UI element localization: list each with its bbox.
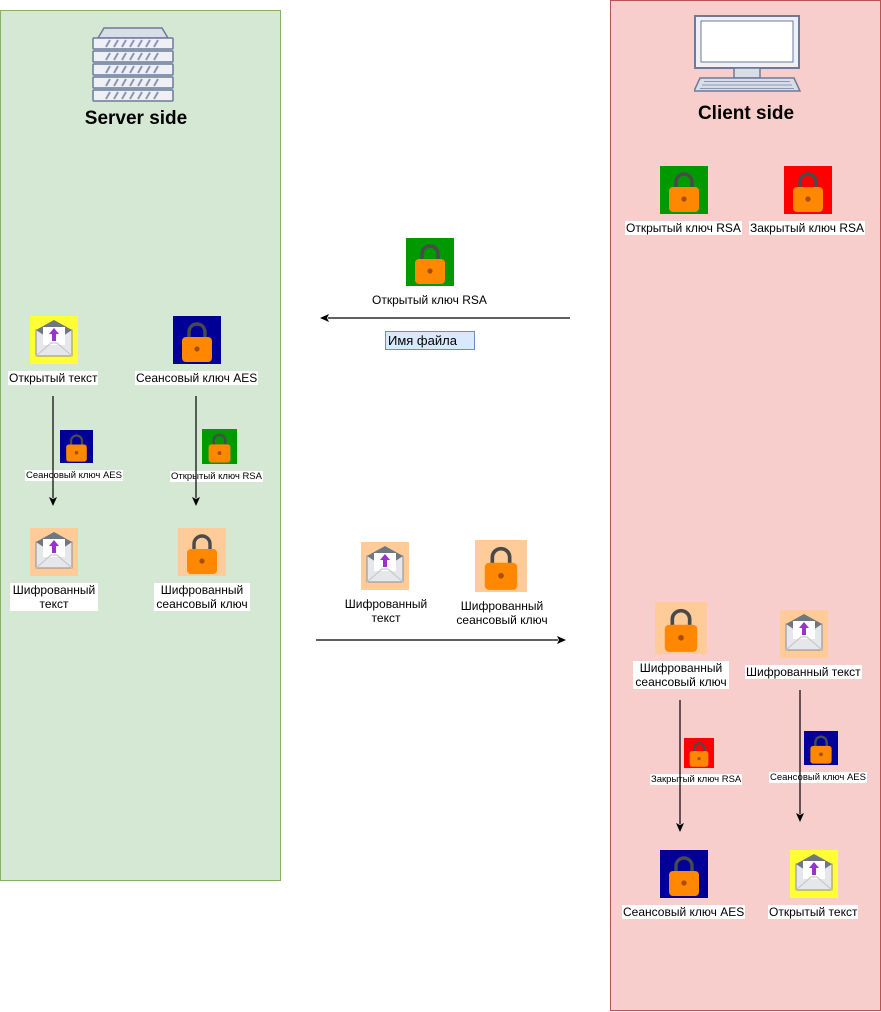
client-arrow-rsa-private-label: Закрытый ключ RSA <box>650 774 743 785</box>
client-cipher-key-tile <box>655 602 707 654</box>
server-arrow-aes-key-tile <box>60 430 93 463</box>
padlock-icon <box>669 856 699 896</box>
server-rack-icon <box>90 26 176 104</box>
padlock-icon <box>187 534 217 574</box>
server-plaintext-tile <box>30 316 78 364</box>
client-ciphertext-label: Шифрованный текст <box>745 665 862 679</box>
filename-box: Имя файла <box>385 331 475 350</box>
server-arrow-rsa-key-tile <box>202 429 237 464</box>
envelope-upload-icon <box>785 614 823 651</box>
client-cipher-key-label: Шифрованный сеансовый ключ <box>633 661 729 689</box>
transfer-rsa-public-key-tile <box>406 238 454 286</box>
server-cipher-key-tile <box>178 528 226 576</box>
server-session-key-label: Сеансовый ключ AES <box>135 371 259 385</box>
transfer-cipher-key-tile <box>475 540 527 592</box>
padlock-icon <box>689 742 709 767</box>
client-side-title: Client side <box>697 103 795 124</box>
server-arrow-aes-label: Сеансовый ключ AES <box>25 470 123 481</box>
server-side-panel <box>0 10 281 881</box>
envelope-upload-icon <box>366 546 404 583</box>
envelope-upload-icon <box>795 854 833 891</box>
padlock-icon <box>484 546 518 590</box>
transfer-rsa-public-label: Открытый ключ RSA <box>372 293 487 307</box>
server-side-title: Server side <box>84 108 188 129</box>
padlock-icon <box>208 433 231 463</box>
client-plaintext-label: Открытый текст <box>768 905 859 919</box>
padlock-icon <box>66 434 87 462</box>
rsa-public-key-tile <box>660 166 708 214</box>
padlock-icon <box>793 172 823 212</box>
transfer-ciphertext-tile <box>361 542 409 590</box>
envelope-upload-icon <box>35 320 73 357</box>
server-ciphertext-tile <box>30 528 78 576</box>
server-aes-key-tile <box>173 316 221 364</box>
client-plaintext-tile <box>790 850 838 898</box>
padlock-icon <box>669 172 699 212</box>
client-aes-key-tile <box>660 850 708 898</box>
client-side-panel <box>610 0 881 1011</box>
transfer-ciphertext-label: Шифрованный текст <box>344 597 428 625</box>
client-rsa-private-label: Закрытый ключ RSA <box>749 221 866 235</box>
padlock-icon <box>415 244 445 284</box>
padlock-icon <box>664 608 698 652</box>
server-arrow-rsa-label: Открытый ключ RSA <box>170 471 263 482</box>
client-rsa-public-label: Открытый ключ RSA <box>625 221 742 235</box>
client-arrow-aes-label: Сеансовый ключ AES <box>769 772 867 783</box>
server-cipher-key-label: Шифрованный сеансовый ключ <box>154 583 250 611</box>
client-session-key-label: Сеансовый ключ AES <box>622 905 746 919</box>
padlock-icon <box>182 322 212 362</box>
server-ciphertext-label: Шифрованный текст <box>10 583 98 611</box>
envelope-upload-icon <box>35 532 73 569</box>
padlock-icon <box>810 735 832 764</box>
transfer-cipher-key-label: Шифрованный сеансовый ключ <box>456 599 548 627</box>
desktop-monitor-icon <box>692 15 802 95</box>
client-arrow-rsa-private-tile <box>684 738 714 768</box>
client-arrow-aes-key-tile <box>804 731 838 765</box>
client-ciphertext-tile <box>780 610 828 658</box>
server-plaintext-label: Открытый текст <box>8 371 99 385</box>
rsa-private-key-tile <box>784 166 832 214</box>
